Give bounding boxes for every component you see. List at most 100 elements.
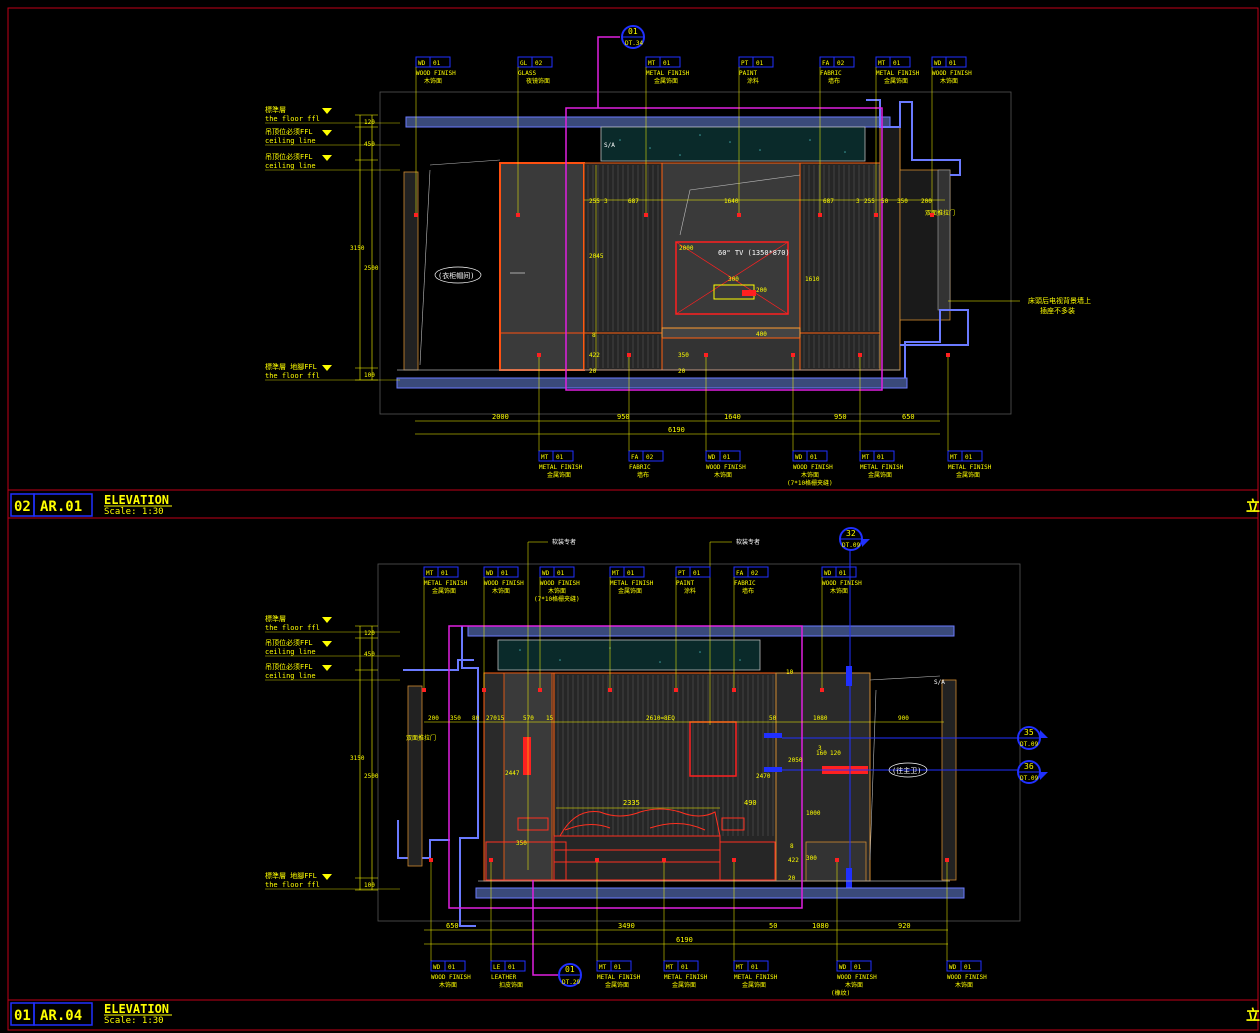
- level-en: ceiling line: [265, 162, 316, 170]
- dim-b: 650: [902, 413, 915, 421]
- tag-line2: 涂料: [747, 77, 759, 85]
- level-cn: 標準層 地腳FFL: [265, 871, 317, 880]
- dim-inner: 20: [788, 875, 796, 882]
- dim-inner: 200: [756, 287, 767, 294]
- marker-number: 01: [628, 27, 638, 36]
- tag-code: MT: [426, 570, 434, 577]
- note-top: 软装专者: [552, 538, 576, 546]
- tag-line1: WOOD FINISH: [932, 70, 972, 77]
- detail-marker-right-1[interactable]: 35 DT.09: [1017, 726, 1048, 750]
- level-cn: 吊顶位必须FFL: [265, 638, 313, 647]
- detail-marker-right-2[interactable]: 36 DT.09: [1017, 760, 1048, 784]
- side-glyph-bottom: 立: [1246, 1007, 1260, 1024]
- level-cn: 吊顶位必须FFL: [265, 662, 313, 671]
- detail-marker[interactable]: 01 DT.34: [621, 25, 645, 49]
- dim-b: 3490: [618, 922, 635, 930]
- dimension-value: 255: [864, 198, 875, 205]
- wc-label: (往主卫): [892, 766, 921, 775]
- title-block-01[interactable]: 01 AR.04 ELEVATION Scale: 1:30: [10, 1002, 172, 1026]
- right-note-1: 床頭后电视背景墙上: [1028, 296, 1091, 305]
- tag-line1: WOOD FINISH: [793, 464, 833, 471]
- tag-code: MT: [862, 454, 870, 461]
- dim-v: 120: [364, 630, 375, 637]
- tag-line2: 金属饰面: [432, 587, 456, 595]
- tag-code: MT: [736, 964, 744, 971]
- detail-marker-top[interactable]: 32 DT.09: [839, 527, 870, 551]
- dim-b: 920: [898, 922, 911, 930]
- tag-line1: FABRIC: [820, 70, 842, 77]
- sheet-frame: [7, 7, 1259, 1031]
- marker-sheet: DT.09: [1020, 775, 1038, 782]
- tag-code: MT: [599, 964, 607, 971]
- dimension-value: 687: [823, 198, 834, 205]
- tag-number: 01: [877, 454, 885, 461]
- tag-number: 01: [723, 454, 731, 461]
- title-block-02[interactable]: 02 AR.01 ELEVATION Scale: 1:30: [10, 493, 172, 517]
- dim-b: 50: [769, 922, 777, 930]
- dim-inner: 10: [786, 669, 794, 676]
- dimension-value: 80: [472, 715, 480, 722]
- tag-code: WD: [708, 454, 716, 461]
- dim-inner: 2050: [788, 757, 803, 764]
- level-en: ceiling line: [265, 137, 316, 145]
- tag-code: PT: [741, 60, 749, 67]
- tag-line1: WOOD FINISH: [947, 974, 987, 981]
- dim-inner: 8: [790, 843, 794, 850]
- dim-inner: 2335: [623, 799, 640, 807]
- dim-v: 2500: [364, 265, 379, 272]
- tag-line2: 木饰面: [424, 77, 442, 85]
- dim-inner: 3: [818, 745, 822, 752]
- vertical-dim-lines: [355, 114, 378, 381]
- detail-marker-bottom[interactable]: 01 DT.29: [558, 963, 582, 987]
- level-en: the floor ffl: [265, 115, 320, 123]
- tag-number: 01: [681, 964, 689, 971]
- tag-line2: 金属饰面: [672, 981, 696, 989]
- tag-number: 01: [693, 570, 701, 577]
- tag-number: 01: [556, 454, 564, 461]
- elevation-02[interactable]: 60" TV (1350*870) 01 DT.34 (衣柜帽间) 双面推拉门 …: [265, 25, 1091, 487]
- side-note: 双面推拉门: [925, 209, 955, 217]
- tag-number: 02: [837, 60, 845, 67]
- closet-label: (衣柜帽间): [438, 271, 474, 280]
- dim-inner: 422: [589, 352, 600, 359]
- dim-inner: 422: [788, 857, 799, 864]
- tag-line2: 木饰面: [714, 471, 732, 479]
- elevation-01[interactable]: 32 DT.09 01 DT.29 35 DT.09 36 DT.09 软装专者: [265, 527, 1048, 997]
- dim-inner: 120: [830, 750, 841, 757]
- tag-line1: WOOD FINISH: [416, 70, 456, 77]
- tag-line2: 金属饰面: [742, 981, 766, 989]
